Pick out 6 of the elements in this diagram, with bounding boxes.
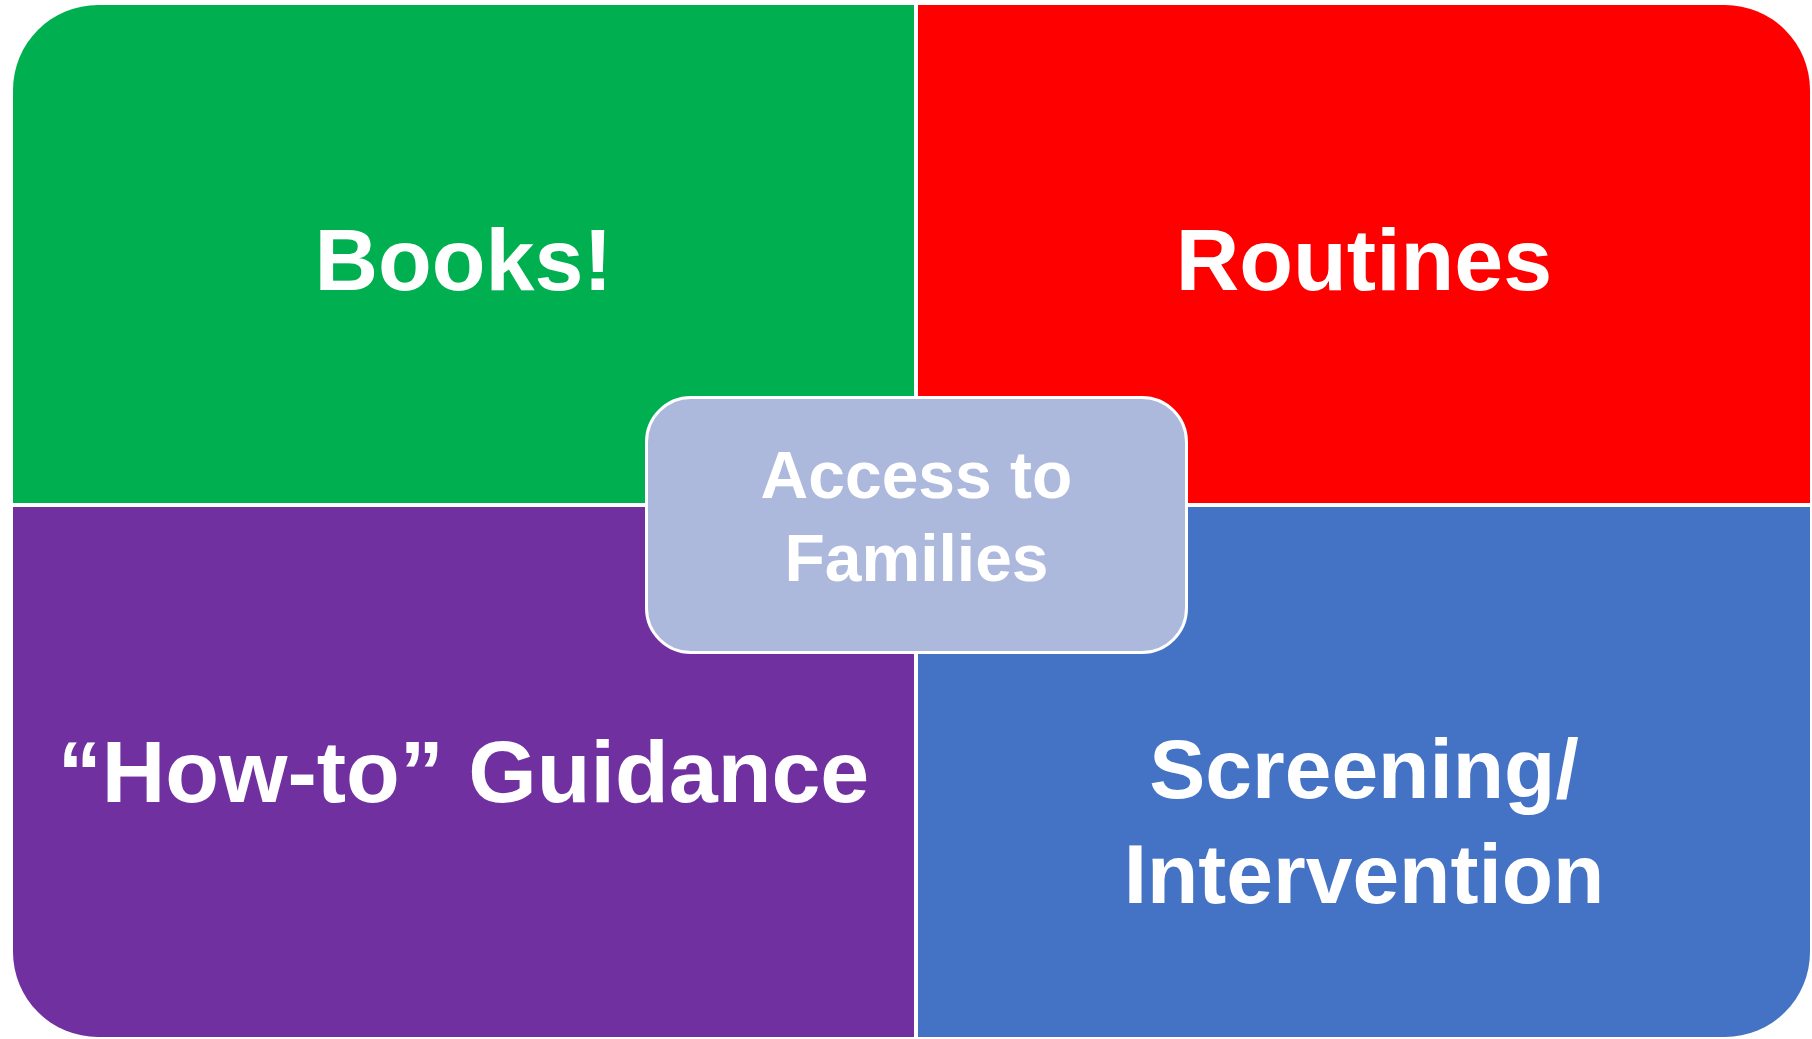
quadrant-label: Screening/ Intervention <box>1122 721 1606 923</box>
quadrant-label: Access to Families <box>759 437 1074 597</box>
quadrant-label: Books! <box>313 209 614 311</box>
quadrant-label: “How-to” Guidance <box>56 721 871 823</box>
center-box <box>645 396 1188 654</box>
quadrant-label: Routines <box>1174 209 1554 311</box>
